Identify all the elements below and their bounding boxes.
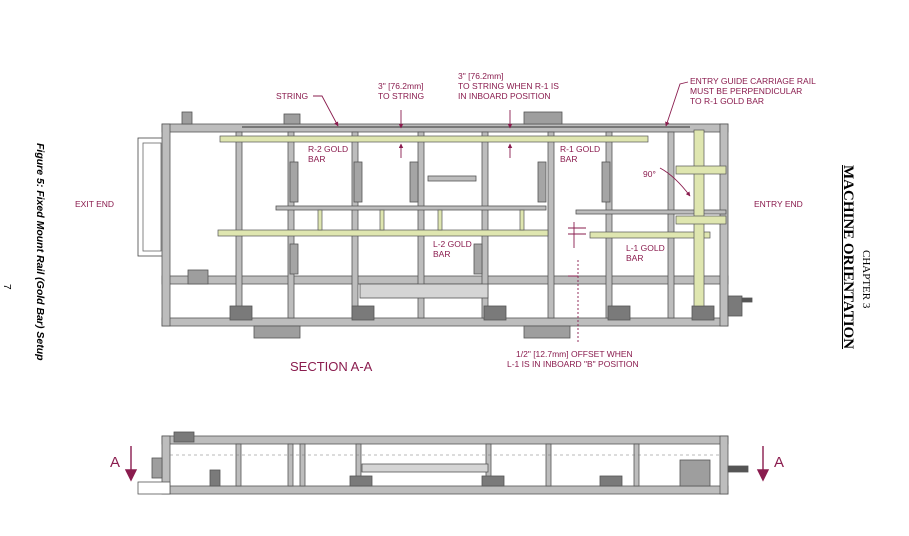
dim-r1-line-3: IN INBOARD POSITION <box>458 91 551 101</box>
string-label: STRING <box>276 91 309 101</box>
section-title: SECTION A-A <box>290 359 373 374</box>
dim-to-string-line-1: 3" [76.2mm] <box>378 81 424 91</box>
r2-gold-bar-line-1: R-2 GOLD <box>308 144 349 154</box>
section-marker-left: A <box>110 454 121 471</box>
entry-guide-line-2: MUST BE PERPENDICULAR <box>690 86 803 96</box>
r2-gold-bar-line-2: BAR <box>308 154 326 164</box>
l2-gold-bar-line-1: L-2 GOLD <box>433 239 472 249</box>
l2-gold-bar-line-2: BAR <box>433 249 451 259</box>
annotation-leaders <box>313 81 691 344</box>
section-arrows <box>124 446 770 482</box>
offset-line-2: L-1 IS IN INBOARD "B" POSITION <box>507 359 639 369</box>
entry-guide-line-1: ENTRY GUIDE CARRIAGE RAIL <box>690 76 816 86</box>
l1-gold-bar-line-2: BAR <box>626 253 644 263</box>
r1-gold-bar-line-2: BAR <box>560 154 578 164</box>
dim-to-string-line-2: TO STRING <box>378 91 425 101</box>
entry-guide-line-3: TO R-1 GOLD BAR <box>690 96 764 106</box>
entry-end-label: ENTRY END <box>754 199 803 209</box>
section-marker-right: A <box>774 454 785 471</box>
dim-r1-line-1: 3" [76.2mm] <box>458 71 504 81</box>
offset-line-1: 1/2" [12.7mm] OFFSET WHEN <box>516 349 633 359</box>
r1-gold-bar-line-1: R-1 GOLD <box>560 144 601 154</box>
exit-end-label: EXIT END <box>75 199 115 209</box>
section-view-frame <box>137 111 753 339</box>
dim-r1-line-2: TO STRING WHEN R-1 IS <box>458 81 559 91</box>
l1-gold-bar-line-1: L-1 GOLD <box>626 243 665 253</box>
side-view-frame <box>137 431 749 495</box>
angle-label: 90° <box>643 169 656 179</box>
gold-bars <box>217 129 727 307</box>
